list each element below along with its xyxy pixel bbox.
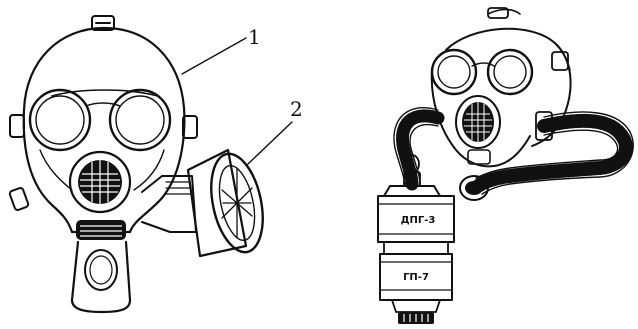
filter-coupler <box>141 175 197 233</box>
callout-2-leader <box>247 121 293 165</box>
right-eyepiece <box>108 88 172 152</box>
right-valve-box <box>455 95 501 149</box>
voice-diaphragm <box>68 150 132 214</box>
corrugated-hose-left <box>393 107 445 191</box>
side-connector <box>459 175 489 201</box>
left-eyepiece <box>28 88 92 152</box>
canister-stack: ДПГ-3 ГП-7 <box>377 154 455 324</box>
dpg3-cartridge: ДПГ-3 <box>377 185 455 243</box>
callout-1-number: 1 <box>248 25 261 49</box>
gp7-label: ГП-7 <box>403 272 429 283</box>
left-strap-buckle <box>8 114 30 211</box>
filter-canister <box>186 148 264 258</box>
exhalation-outlet <box>70 240 132 314</box>
right-right-eyepiece <box>486 48 534 96</box>
dpg3-label: ДПГ-3 <box>401 215 436 226</box>
right-left-eyepiece <box>430 48 478 96</box>
callout-1-leader <box>181 37 247 75</box>
neck-collar <box>76 220 126 240</box>
right-gas-mask-assembly: ДПГ-3 ГП-7 <box>377 7 634 324</box>
mask-body <box>22 26 186 234</box>
callout-2-number: 2 <box>290 97 303 121</box>
corrugated-hose-right <box>471 111 634 195</box>
canister-bottom-cap <box>391 299 441 324</box>
right-strap-buckle <box>182 115 198 139</box>
left-gas-mask: 1 2 <box>8 15 303 314</box>
gp7-filter: ГП-7 <box>379 253 453 301</box>
top-strap-buckle <box>91 15 115 31</box>
